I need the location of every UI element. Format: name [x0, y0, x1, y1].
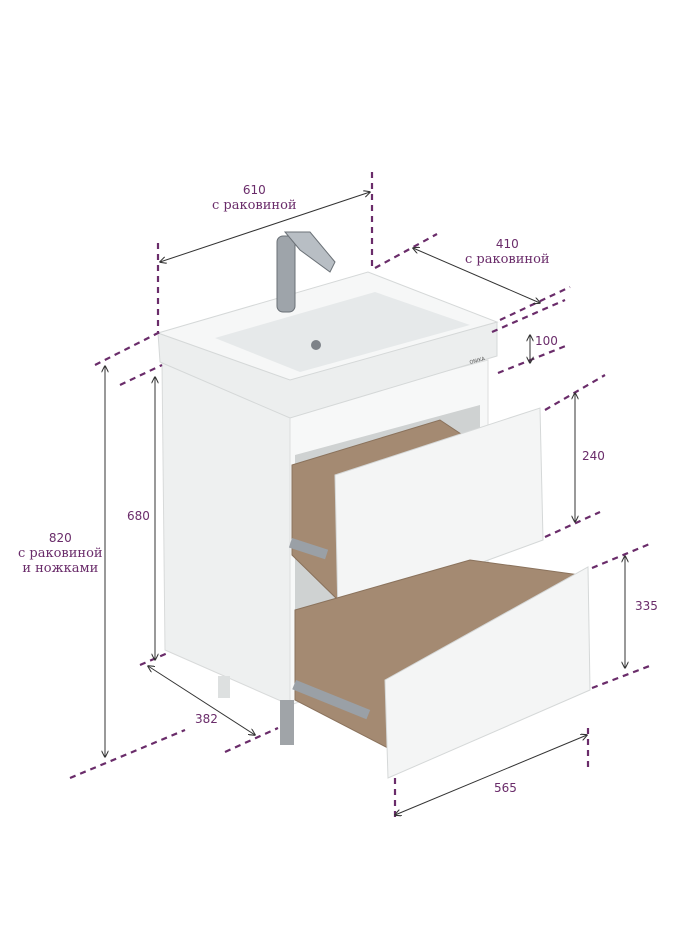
bottom-drawer-front — [384, 566, 591, 779]
bottom-drawer-label: 335 — [635, 599, 658, 613]
cabinet-depth-label: 382 — [195, 712, 218, 726]
top-drawer-label: 240 — [582, 449, 605, 463]
top-drawer-front — [334, 407, 544, 616]
basin-height-label: 100 — [535, 334, 558, 348]
cabinet-leg — [280, 700, 294, 745]
overflow-hole — [311, 340, 321, 350]
depth-note: с раковиной — [465, 252, 550, 267]
cabinet-height-label: 680 — [127, 509, 150, 523]
cabinet-side-panel — [161, 361, 293, 706]
width-note: с раковиной — [212, 198, 297, 213]
drawer-runner — [292, 680, 371, 720]
depth-label: 410 с раковиной — [465, 237, 550, 267]
basin-bowl — [215, 292, 470, 372]
drawer-runner — [288, 538, 329, 560]
cabinet-leg — [218, 676, 230, 698]
cabinet-width-label: 565 — [494, 781, 517, 795]
total-height-note2: и ножками — [22, 561, 99, 576]
width-label: 610 с раковиной — [212, 183, 297, 213]
total-height-note1: с раковиной — [18, 546, 103, 561]
depth-value: 410 — [495, 237, 519, 251]
total-height-value: 820 — [48, 531, 72, 545]
total-height-label: 820 с раковиной и ножками — [18, 531, 103, 576]
width-value: 610 — [242, 183, 266, 197]
brand-logo: ONIKA — [469, 356, 486, 366]
faucet — [276, 235, 296, 313]
dimension-arrows — [105, 192, 625, 815]
